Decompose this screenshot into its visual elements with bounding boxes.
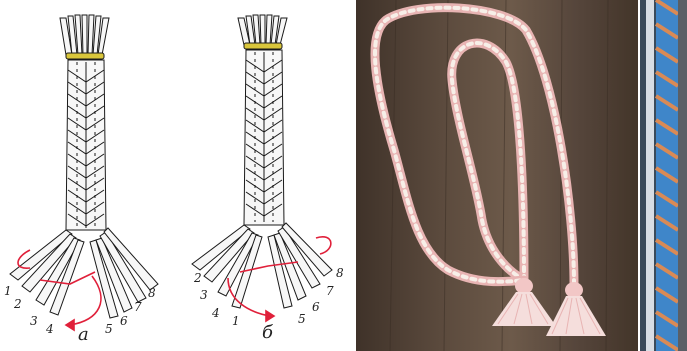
strand-number: 5: [298, 312, 306, 326]
strand-number: 6: [120, 314, 128, 328]
strand-number: 4: [212, 306, 220, 320]
strand-number: 8: [336, 266, 344, 280]
strand-number: 2: [194, 271, 202, 285]
strand-number: 2: [14, 297, 22, 311]
strand-number: 1: [4, 284, 12, 298]
binding-band: [244, 43, 282, 49]
top-fringe: [60, 15, 109, 55]
strand-number: 3: [200, 288, 208, 302]
strand-number: 7: [134, 300, 142, 314]
strand-number: 6: [312, 300, 320, 314]
strand-number: 3: [30, 314, 38, 328]
braid-diagram-b: 2 3 4 1 5 6 7 8 б: [178, 0, 356, 351]
loose-strands: [192, 223, 332, 308]
cord-photo: [356, 0, 638, 351]
cord-closeup-photo: [640, 0, 687, 351]
top-fringe: [238, 15, 287, 45]
cord-photo-drawing: [356, 0, 638, 351]
braid-diagram-a: 1 2 3 4 5 6 7 8 а: [0, 0, 178, 351]
diagram-caption: б: [262, 322, 273, 343]
strand-number: 7: [326, 284, 334, 298]
cord-closeup-drawing: [640, 0, 687, 351]
binding-band: [66, 53, 104, 59]
strand-number: 8: [148, 286, 156, 300]
strand-number: 5: [105, 322, 113, 336]
strand-number: 4: [46, 322, 54, 336]
diagram-caption: а: [78, 324, 89, 345]
strand-number: 1: [232, 314, 240, 328]
